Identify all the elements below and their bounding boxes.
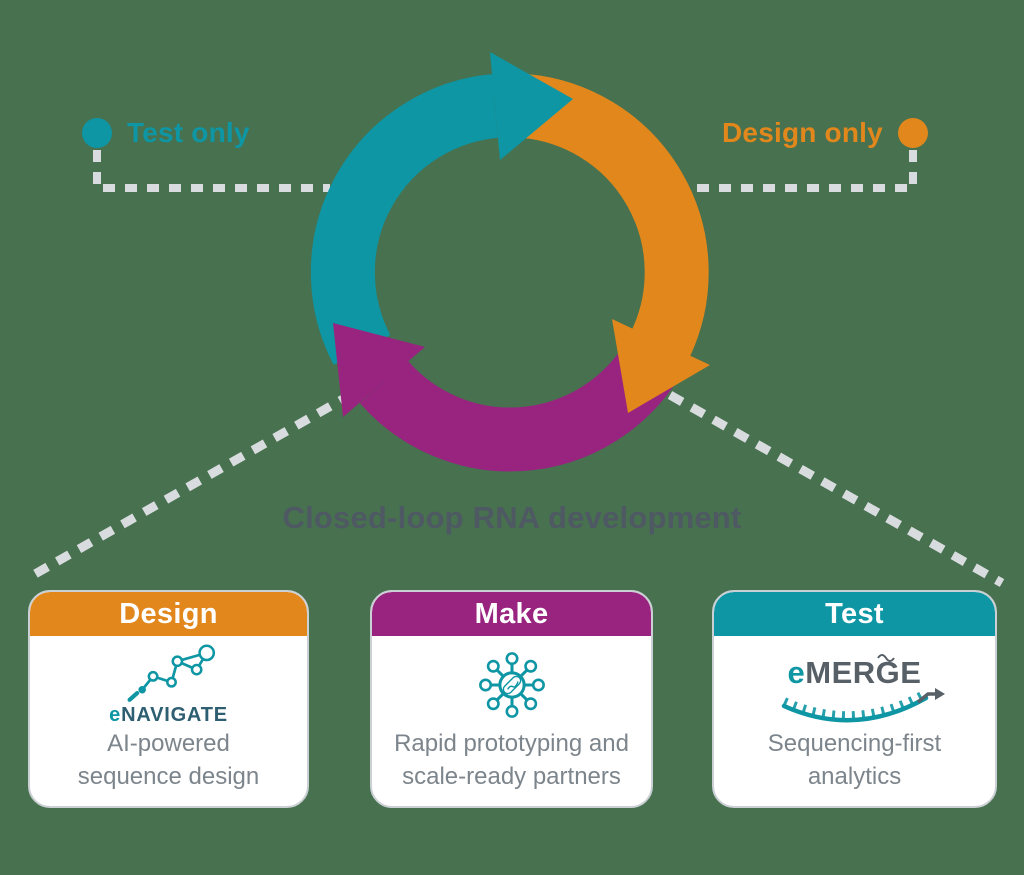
design-desc-line1: AI-powered [107, 730, 230, 757]
design-only-label: Design only [722, 117, 883, 148]
test-card-connector [667, 391, 1005, 587]
network-constellation-icon [127, 644, 215, 702]
test-card-description: Sequencing-first analytics [768, 727, 941, 793]
make-arc-segment [359, 334, 687, 472]
make-card-body: Rapid prototyping and scale-ready partne… [372, 636, 651, 806]
test-desc-line1: Sequencing-first [767, 730, 942, 757]
design-arrowhead [612, 319, 710, 413]
test-only-connector [93, 150, 330, 192]
design-card-description: AI-powered sequence design [78, 727, 259, 793]
make-card: Make [370, 590, 653, 808]
design-arc-segment [521, 74, 709, 357]
enavigate-wordmark: eNAVIGATE [109, 704, 228, 727]
test-arrowhead [490, 52, 573, 160]
emerge-logo: eMERGE [760, 650, 950, 727]
test-desc-line2: analytics [807, 763, 902, 790]
connector-lines [25, 150, 1005, 587]
make-arrowhead [333, 323, 425, 417]
design-only-dot [898, 118, 928, 148]
bird-glyph [876, 654, 895, 662]
sequencing-arc-icon [781, 654, 945, 723]
cycle-arrowheads [333, 52, 710, 417]
design-card: Design eNAVIGATE AI-power [28, 590, 309, 808]
make-desc-line2: scale-ready partners [402, 763, 621, 790]
make-card-header: Make [372, 592, 651, 636]
emerge-wordmark-rest: MERGE [805, 655, 922, 690]
test-card-body: eMERGE Sequencing-first analytics [714, 636, 995, 806]
test-card-header: Test [714, 592, 995, 636]
enavigate-wordmark-rest: NAVIGATE [121, 704, 228, 726]
molecule-icon [478, 652, 545, 718]
test-arc-segment [310, 74, 499, 365]
emerge-wordmark-prefix: e [787, 655, 806, 690]
design-card-connector [25, 390, 355, 582]
design-card-header: Design [30, 592, 307, 636]
design-only-connector [690, 150, 917, 192]
test-card: Test eMERGE Sequencing-first analytics [712, 590, 997, 808]
make-card-description: Rapid prototyping and scale-ready partne… [394, 727, 629, 793]
test-only-dot [82, 118, 112, 148]
emerge-wordmark: eMERGE [760, 650, 950, 690]
design-desc-line2: sequence design [77, 763, 260, 790]
test-only-label: Test only [127, 117, 250, 148]
diagram-title: Closed-loop RNA development [282, 500, 742, 535]
make-desc-line1: Rapid prototyping and [394, 730, 629, 757]
enavigate-wordmark-prefix: e [109, 704, 122, 726]
design-card-body: eNAVIGATE AI-powered sequence design [30, 636, 307, 806]
